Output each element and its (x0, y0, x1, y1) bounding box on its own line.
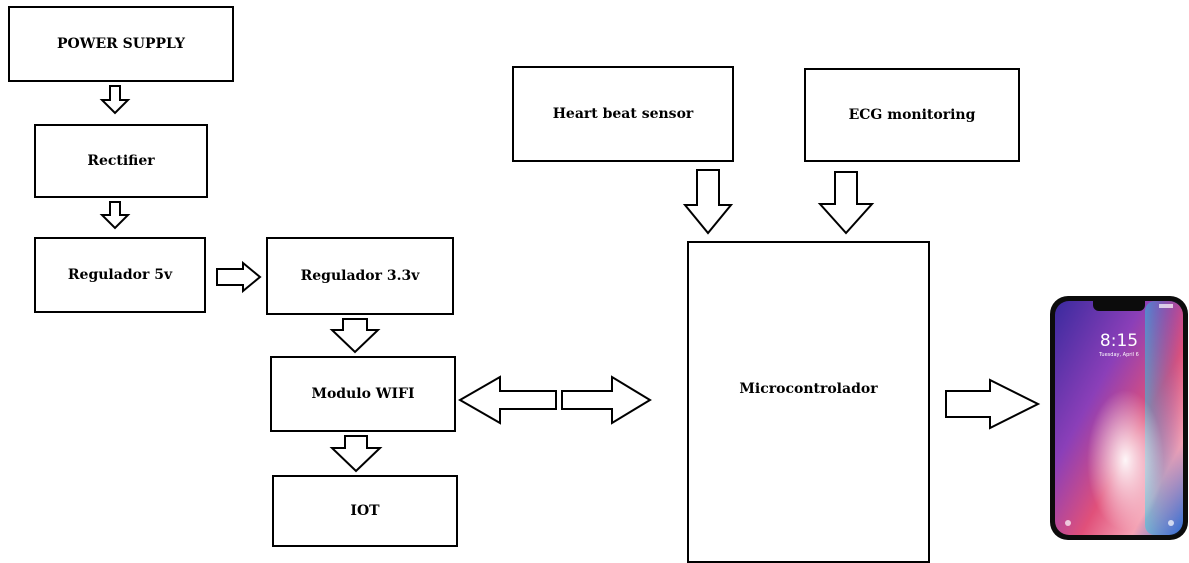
arrow-down-wifi-to-iot (329, 435, 383, 473)
modulo-wifi-label: Modulo WIFI (311, 386, 415, 402)
arrow-down-reg33v-to-wifi (329, 318, 381, 354)
phone-date: Tuesday, April 6 (1099, 352, 1139, 358)
microcontrolador-label: Microcontrolador (739, 381, 878, 397)
phone-time: 8:15 (1099, 331, 1139, 351)
regulador-5v-label: Regulador 5v (67, 267, 173, 283)
arrow-right-reg5v-to-reg33v (216, 260, 262, 294)
arrow-left-to-wifi (457, 375, 557, 425)
regulador-33v-block: Regulador 3.3v (266, 237, 454, 315)
arrow-down-heartbeat-to-micro (682, 169, 734, 235)
heart-beat-sensor-block: Heart beat sensor (512, 66, 734, 162)
power-supply-block: POWER SUPPLY (8, 6, 234, 82)
ecg-monitoring-label: ECG monitoring (848, 107, 976, 123)
iot-block: IOT (272, 475, 458, 547)
power-supply-label: POWER SUPPLY (57, 36, 185, 52)
arrow-down-ecg-to-micro (817, 171, 875, 235)
heart-beat-sensor-label: Heart beat sensor (552, 106, 694, 122)
arrow-down-power-to-rectifier (99, 85, 131, 115)
modulo-wifi-block: Modulo WIFI (270, 356, 456, 432)
arrow-right-micro-to-phone (945, 378, 1041, 430)
rectifier-block: Rectifier (34, 124, 208, 198)
microcontrolador-block: Microcontrolador (687, 241, 930, 563)
iot-label: IOT (350, 503, 380, 519)
smartphone-image: 8:15 Tuesday, April 6 (1049, 295, 1189, 541)
arrow-right-to-microcontroller (561, 375, 652, 425)
regulador-33v-label: Regulador 3.3v (300, 268, 420, 284)
arrow-down-rectifier-to-reg5v (99, 201, 131, 230)
smartphone-icon (1050, 296, 1188, 540)
regulador-5v-block: Regulador 5v (34, 237, 206, 313)
ecg-monitoring-block: ECG monitoring (804, 68, 1020, 162)
rectifier-label: Rectifier (87, 153, 155, 169)
